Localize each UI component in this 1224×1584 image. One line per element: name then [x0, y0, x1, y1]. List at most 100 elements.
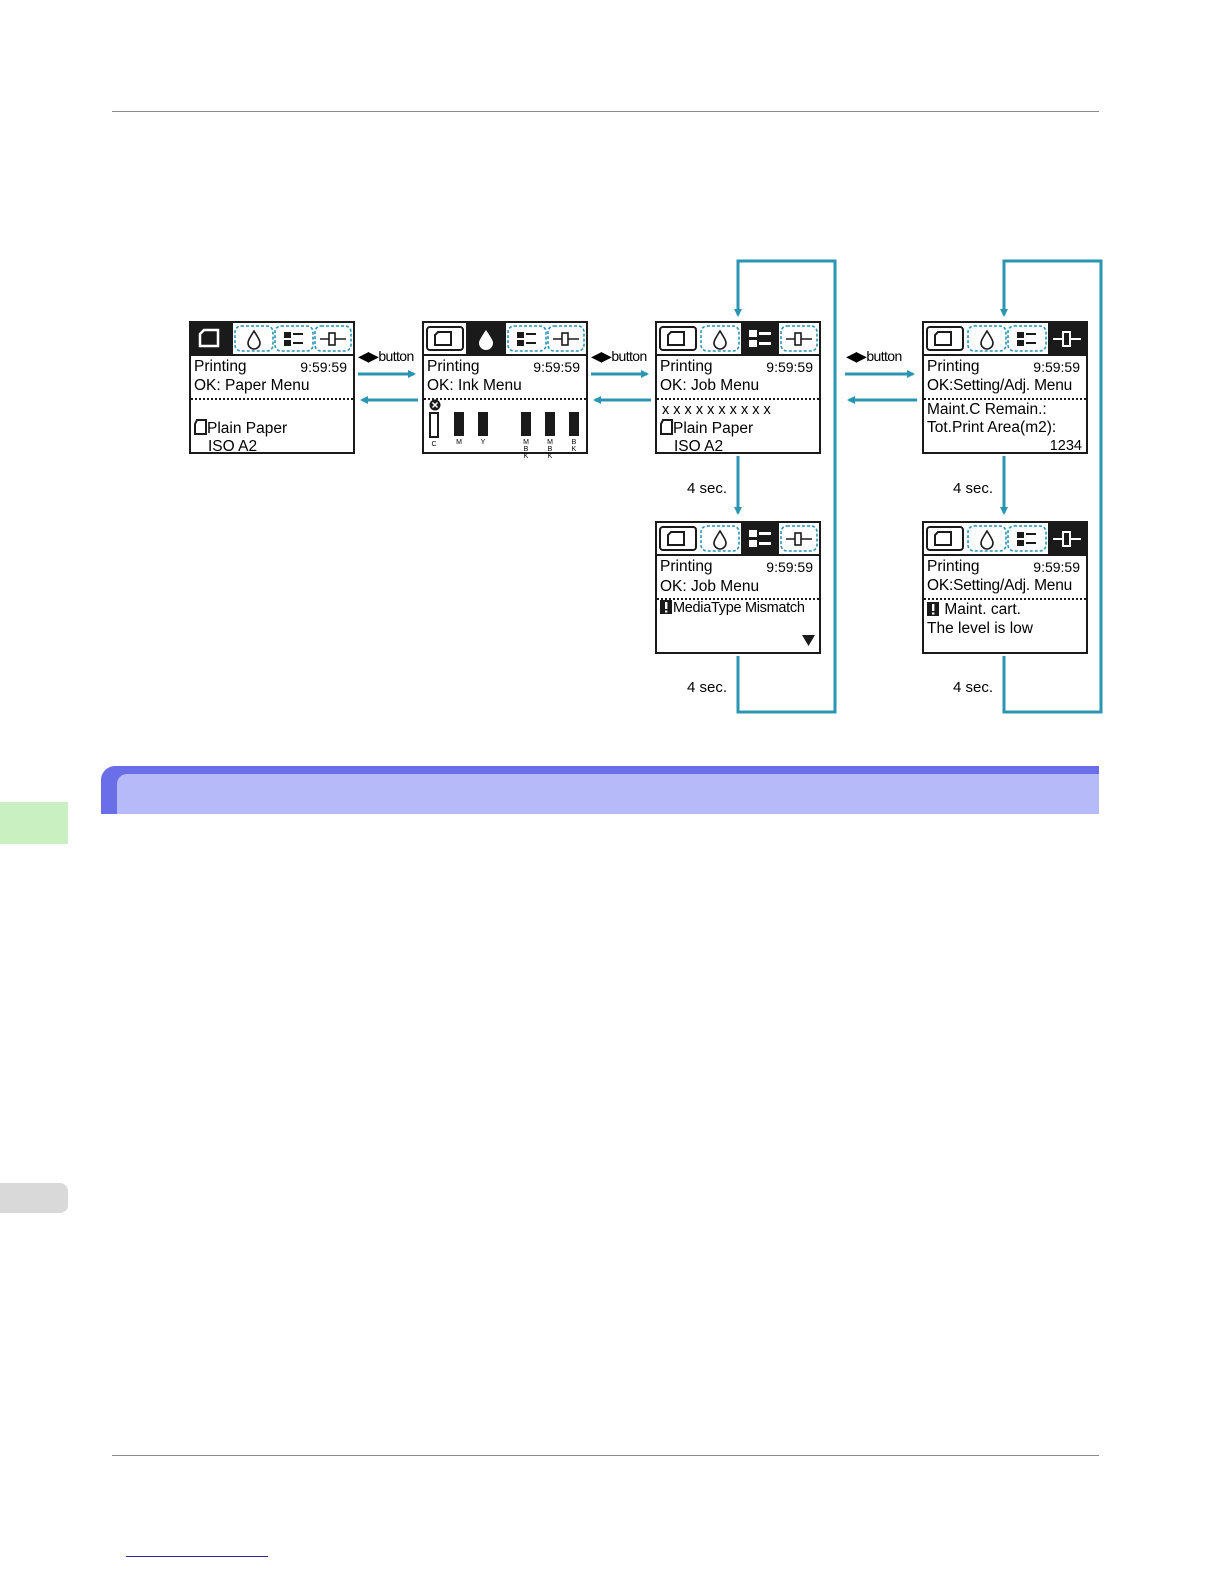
timer-label-job: 4 sec. — [687, 480, 728, 497]
error-icon — [429, 399, 441, 411]
section-heading-band — [101, 766, 1099, 814]
lcd-paper-type: Plain Paper — [194, 419, 287, 438]
lcd-time: 9:59:59 — [766, 559, 813, 575]
settings-adjust-icon — [320, 332, 346, 346]
job-list-icon — [1017, 332, 1036, 346]
lcd-divider — [424, 398, 586, 400]
settings-adjust-icon — [786, 332, 812, 346]
lcd-time: 9:59:59 — [766, 359, 813, 375]
lcd-paper-type: Plain Paper — [660, 419, 753, 438]
lcd-divider — [191, 398, 353, 400]
lcd-menu: OK: Ink Menu — [427, 377, 522, 394]
lcd-menu: OK: Paper Menu — [194, 377, 310, 394]
section-heading-inner — [117, 774, 1099, 814]
settings-adjust-icon — [1053, 331, 1081, 347]
lcd-divider — [924, 598, 1086, 600]
lcd-tab-row — [657, 523, 819, 556]
lcd-message-2: The level is low — [927, 620, 1033, 637]
lcd-time: 9:59:59 — [300, 359, 347, 375]
lcd-job-name: x x x x x x x x x x — [662, 402, 771, 418]
lcd-ink-menu: Printing 9:59:59 OK: Ink Menu C M Y M B … — [422, 321, 588, 460]
ink-drop-icon — [479, 330, 493, 350]
paper-icon — [659, 526, 697, 551]
lcd-tab-row — [657, 323, 819, 356]
paper-icon — [659, 326, 697, 351]
timer-label-setting-return: 4 sec. — [953, 679, 994, 696]
paper-icon — [660, 419, 673, 435]
lcd-status: Printing — [927, 558, 980, 575]
lcd-detail-2: Tot.Print Area(m2): — [927, 419, 1057, 436]
lcd-job-menu-error: Printing 9:59:59 OK: Job Menu MediaType … — [655, 521, 821, 654]
lcd-status: Printing — [427, 358, 480, 375]
lcd-job-menu: Printing 9:59:59 OK: Job Menu x x x x x … — [655, 321, 821, 455]
lr-button-label-2: ◀▶button — [591, 348, 647, 364]
ink-label-mbk-1: M B K — [523, 439, 529, 460]
lcd-time: 9:59:59 — [533, 359, 580, 375]
timer-label-setting: 4 sec. — [953, 480, 994, 497]
job-list-icon — [284, 332, 303, 346]
lcd-setting-menu: Printing 9:59:59 OK:Setting/Adj. Menu Ma… — [922, 321, 1088, 454]
lcd-setting-menu-warning: Printing 9:59:59 OK:Setting/Adj. Menu Ma… — [922, 521, 1088, 654]
ink-label-mbk-2: M B K — [547, 439, 553, 460]
ink-drop-icon — [713, 329, 727, 350]
ink-label-bk: B K — [571, 439, 577, 453]
lcd-tab-row — [424, 323, 586, 356]
lcd-time: 9:59:59 — [1033, 359, 1080, 375]
footer-link-underline[interactable] — [126, 1556, 268, 1557]
lcd-time: 9:59:59 — [1033, 559, 1080, 575]
paper-icon — [926, 526, 964, 551]
ink-drop-icon — [980, 329, 994, 350]
lcd-paper-size: ISO A2 — [674, 438, 724, 455]
lr-button-label-3: ◀▶button — [846, 348, 902, 364]
lcd-menu: OK:Setting/Adj. Menu — [927, 577, 1073, 594]
ink-tank-c — [429, 412, 439, 438]
lcd-menu: OK:Setting/Adj. Menu — [927, 377, 1073, 394]
lcd-divider — [924, 398, 1086, 400]
lcd-message-1: Maint. cart. — [927, 601, 1021, 619]
chapter-tab[interactable] — [0, 802, 68, 844]
lcd-divider — [657, 598, 819, 600]
job-list-icon — [1017, 532, 1036, 546]
lcd-status: Printing — [927, 358, 980, 375]
lr-button-label-1: ◀▶button — [358, 348, 414, 364]
section-tab[interactable] — [0, 1183, 68, 1213]
lcd-detail-1: Maint.C Remain.: — [927, 401, 1047, 418]
flow-connectors — [358, 259, 1103, 714]
lcd-paper-size: ISO A2 — [208, 438, 258, 455]
paper-icon — [194, 419, 207, 435]
lcd-divider — [657, 398, 819, 400]
job-list-icon — [749, 530, 771, 547]
timer-label-job-return: 4 sec. — [687, 679, 728, 696]
lcd-tab-row — [924, 523, 1086, 556]
ink-tank-m — [454, 412, 464, 436]
ink-tank-mbk-2 — [545, 412, 555, 436]
ink-label-c: C — [431, 441, 437, 448]
lcd-status: Printing — [194, 358, 247, 375]
job-list-icon — [749, 330, 771, 347]
lcd-tab-row — [924, 323, 1086, 356]
lcd-status: Printing — [660, 358, 713, 375]
ink-tank-y — [478, 412, 488, 436]
lcd-paper-menu: Printing 9:59:59 OK: Paper Menu Plain Pa… — [189, 321, 355, 455]
ink-tank-mbk-1 — [521, 412, 531, 436]
job-list-icon — [517, 332, 536, 346]
lcd-tab-row — [191, 323, 353, 356]
settings-adjust-icon — [553, 332, 579, 346]
ink-drop-icon — [713, 529, 727, 550]
lcd-menu: OK: Job Menu — [660, 377, 760, 394]
ink-label-m: M — [456, 439, 462, 446]
lcd-message: MediaType Mismatch — [660, 599, 805, 617]
ink-drop-icon — [980, 529, 994, 550]
ink-drop-icon — [247, 329, 261, 350]
lcd-menu: OK: Job Menu — [660, 578, 760, 595]
paper-icon — [426, 326, 464, 351]
paper-icon — [926, 326, 964, 351]
paper-icon — [198, 328, 220, 348]
lcd-status: Printing — [660, 558, 713, 575]
lcd-detail-3: 1234 — [1049, 438, 1082, 454]
settings-adjust-icon — [1053, 531, 1081, 547]
header-rule — [112, 111, 1099, 112]
down-arrow-icon[interactable] — [802, 635, 815, 646]
ink-label-y: Y — [480, 439, 486, 446]
ink-tank-bk — [569, 412, 579, 436]
